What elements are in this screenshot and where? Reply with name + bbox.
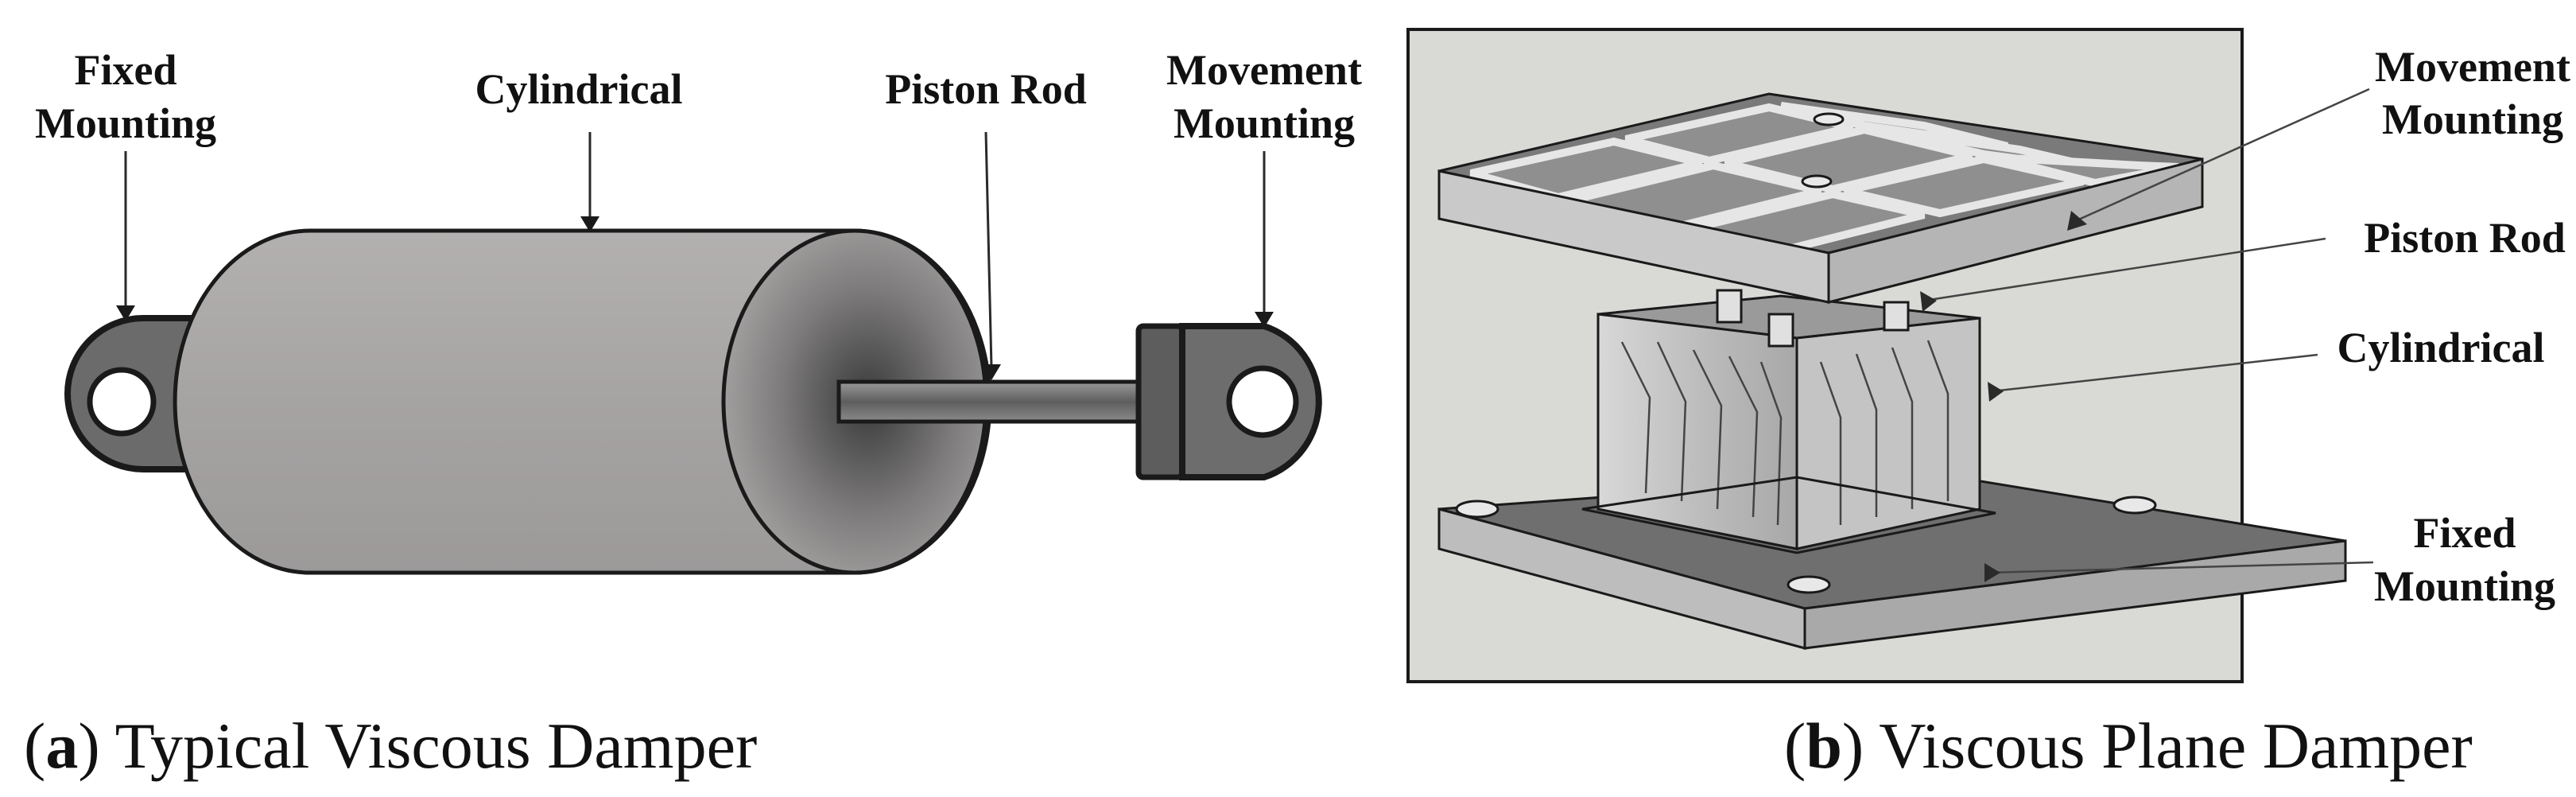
cylinder-block bbox=[1581, 289, 1996, 554]
a-label-fixed-mounting-line2: Mounting bbox=[35, 99, 216, 147]
caption-a-title: Typical Viscous Damper bbox=[115, 710, 758, 782]
panel-a-drawing: Fixed Mounting Cylindrical Piston Rod Mo… bbox=[35, 46, 1362, 575]
a-label-cylindrical: Cylindrical bbox=[475, 65, 682, 113]
movement-plate bbox=[1437, 92, 2204, 304]
a-label-movement-mounting-line2: Mounting bbox=[1174, 99, 1355, 147]
b-label-movement-mounting-line2: Mounting bbox=[2382, 95, 2563, 143]
piston-rod bbox=[836, 379, 1153, 424]
b-leader-lines bbox=[1920, 87, 2374, 582]
caption-a: (a) Typical Viscous Damper bbox=[24, 710, 757, 782]
panel-b-drawing: Movement Mounting Piston Rod Cylindrical… bbox=[1406, 28, 2570, 683]
a-leader-arrows bbox=[116, 131, 1274, 380]
movement-mounting-clevis bbox=[1135, 323, 1322, 480]
b-label-fixed-mounting-line1: Fixed bbox=[2414, 509, 2516, 557]
b-label-fixed-mounting-line2: Mounting bbox=[2374, 562, 2555, 610]
caption-b-title: Viscous Plane Damper bbox=[1879, 710, 2473, 782]
b-label-piston-rod: Piston Rod bbox=[2364, 214, 2566, 262]
a-label-piston-rod: Piston Rod bbox=[885, 65, 1087, 113]
a-label-movement-mounting-line1: Movement bbox=[1166, 46, 1362, 94]
caption-b-letter: b bbox=[1806, 710, 1842, 782]
fixed-mounting-eye bbox=[64, 315, 210, 472]
b-label-cylindrical: Cylindrical bbox=[2337, 324, 2544, 371]
caption-b: (b) Viscous Plane Damper bbox=[1784, 710, 2473, 782]
a-label-fixed-mounting-line1: Fixed bbox=[75, 46, 177, 94]
caption-a-letter: a bbox=[45, 710, 78, 782]
b-label-movement-mounting-line1: Movement bbox=[2375, 43, 2570, 91]
